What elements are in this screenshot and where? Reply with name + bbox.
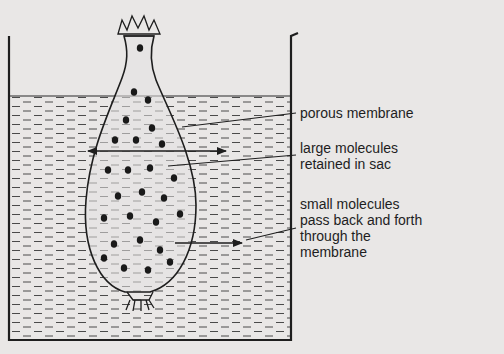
large-molecule: [131, 88, 137, 96]
large-molecule: [153, 218, 159, 226]
large-molecule: [161, 194, 167, 202]
large-molecule: [139, 188, 145, 196]
large-molecule: [115, 192, 121, 200]
large-molecule: [145, 96, 151, 104]
large-molecule: [127, 212, 133, 220]
arrow-out: [88, 150, 140, 151]
large-molecule: [101, 254, 107, 262]
callout-label: small molecules pass back and forth thro…: [300, 196, 424, 260]
large-molecule: [137, 44, 143, 52]
large-molecule: [105, 166, 111, 174]
callout-label: large molecules retained in sac: [300, 140, 424, 172]
sac-tie-top: [118, 16, 160, 34]
large-molecule: [145, 266, 151, 274]
large-molecule: [112, 136, 118, 144]
beaker: [9, 33, 298, 340]
large-molecules: [101, 44, 183, 274]
large-molecule: [123, 116, 129, 124]
large-molecule: [159, 140, 165, 148]
sac-tie-bottom: [126, 292, 154, 311]
large-molecule: [137, 236, 143, 244]
leader-line: [182, 113, 296, 127]
large-molecule: [149, 124, 155, 132]
leader-line: [246, 228, 296, 240]
arrow-out: [175, 242, 242, 243]
large-molecule: [133, 136, 139, 144]
large-molecule: [157, 246, 163, 254]
large-molecule: [111, 240, 117, 248]
neck: [124, 35, 154, 36]
large-molecule: [171, 174, 177, 182]
callout-label: porous membrane: [300, 105, 424, 121]
large-molecule: [167, 258, 173, 266]
large-molecule: [177, 210, 183, 218]
large-molecule: [125, 166, 131, 174]
large-molecule: [121, 264, 127, 272]
large-molecule: [147, 164, 153, 172]
leader-line: [168, 155, 296, 166]
porous-membrane-sac: [85, 36, 196, 292]
arrow-out: [140, 150, 226, 151]
large-molecule: [101, 214, 107, 222]
